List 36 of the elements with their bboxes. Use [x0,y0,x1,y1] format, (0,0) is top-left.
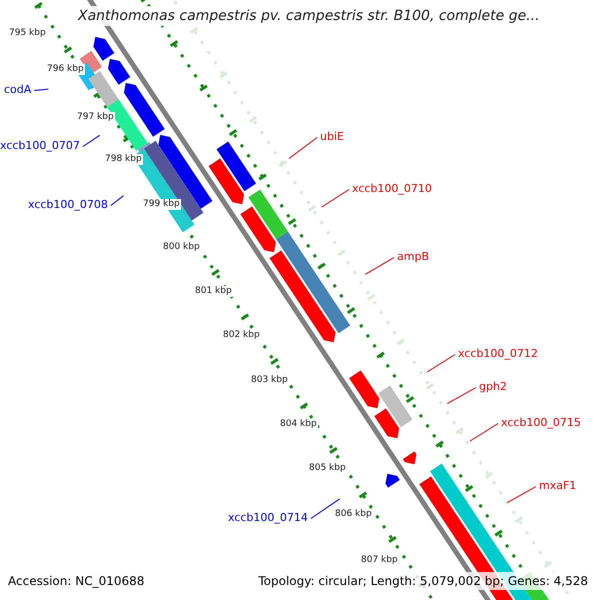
gene-label: gph2 [479,381,507,392]
gene-label: xccb100_0708 [28,199,108,210]
leader-line [82,134,100,147]
scale-label: 804 kbp [279,419,318,430]
accession-text: Accession: NC_010688 [8,575,144,587]
scale-label: 801 kbp [194,286,233,297]
scale-label: 798 kbp [104,154,143,165]
scale-label: 795 kbp [8,28,47,39]
leader-line [426,354,456,372]
scale-label: 807 kbp [360,555,399,566]
leader-line [506,486,536,504]
scale-label: 805 kbp [308,463,347,474]
gene-label: ampB [397,251,429,262]
leader-line [364,257,394,275]
gene-label: xccb100_0712 [458,348,538,359]
scale-label: 797 kbp [76,112,115,123]
leader-line [446,387,476,404]
scale-label: 803 kbp [250,375,289,386]
scale-label: 799 kbp [142,199,181,210]
gene-label: xccb100_0707 [0,140,80,151]
leader-line [110,195,124,206]
scale-label: 800 kbp [162,242,201,253]
gene-label: xccb100_0710 [352,183,432,194]
scale-label: 806 kbp [334,509,373,520]
scale-label: 802 kbp [222,330,261,341]
leader-line [321,189,350,208]
gene-label: codA [4,84,32,95]
leader-line [310,498,340,519]
gene-label: xccb100_0714 [228,512,308,523]
gene-label: xccb100_0715 [501,417,581,428]
leader-line [288,137,318,159]
scale-label: 796 kbp [46,64,85,75]
gene-label: ubiE [320,131,344,142]
leader-line [470,423,498,442]
leader-line [34,88,49,91]
gene-label: mxaF1 [539,480,576,491]
